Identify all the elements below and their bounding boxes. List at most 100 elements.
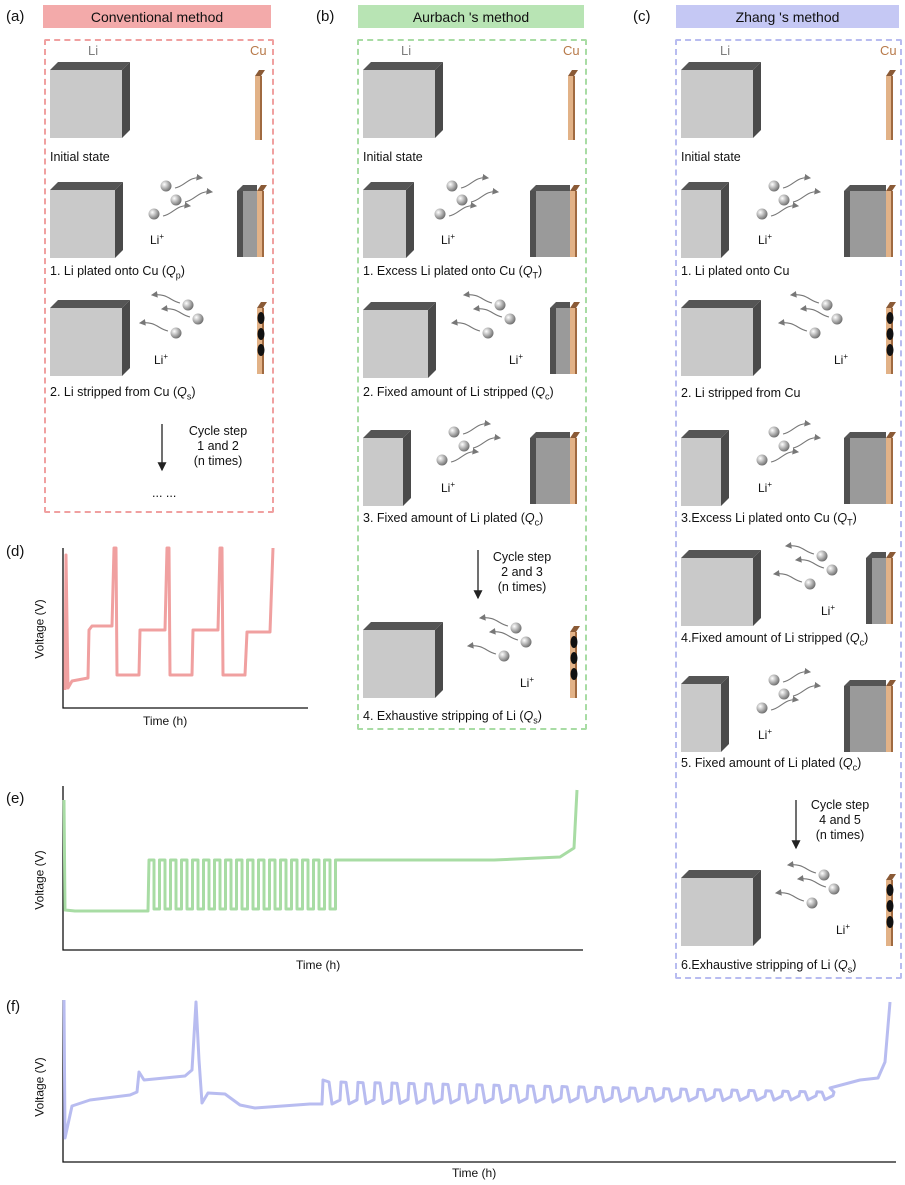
li-block <box>681 182 729 258</box>
li-ion-sphere <box>170 327 182 339</box>
ion-arrow <box>786 861 817 874</box>
panel-d-label: (d) <box>6 543 25 560</box>
ion-arrow <box>462 419 492 435</box>
ion-arrow <box>472 433 502 449</box>
a-ellipsis: ... ... <box>152 486 177 500</box>
cu-foil <box>886 874 896 946</box>
panel-f-label: (f) <box>6 998 21 1015</box>
li-block <box>50 182 123 258</box>
ion-arrow <box>770 695 800 711</box>
li-ion-sphere <box>818 869 830 881</box>
li-label-a: Li <box>88 43 99 58</box>
d-axes <box>62 548 308 709</box>
e-voltage-curve <box>62 789 579 913</box>
ion-arrow <box>782 419 812 435</box>
ion-arrow <box>796 875 827 888</box>
li-ion-label: Li+ <box>821 603 836 618</box>
a-step-1: 1. Li plated onto Cu (Qp) <box>50 264 185 281</box>
c-step-5: 5. Fixed amount of Li plated (Qc) <box>681 756 862 773</box>
cu-foil <box>568 70 578 140</box>
cu-label-c: Cu <box>880 43 897 58</box>
panel-a-label: (a) <box>6 8 25 25</box>
ion-arrow <box>184 187 214 203</box>
ion-arrow <box>162 201 192 217</box>
li-ion-sphere <box>160 180 172 192</box>
cu-foil <box>570 626 580 698</box>
li-ion-label: Li+ <box>441 480 456 495</box>
cu-foil <box>530 185 580 257</box>
li-ion-label: Li+ <box>509 352 524 367</box>
li-block <box>681 676 729 752</box>
ion-arrow <box>792 433 822 449</box>
ion-arrow <box>784 542 815 555</box>
li-label-b: Li <box>401 43 412 58</box>
panel-c-label: (c) <box>633 8 651 25</box>
li-block <box>681 550 761 626</box>
li-ion-label: Li+ <box>154 352 169 367</box>
e-xlabel: Time (h) <box>296 958 341 972</box>
b-step-3: 3. Fixed amount of Li plated (Qc) <box>363 511 544 528</box>
c-step-4: 4.Fixed amount of Li stripped (Qc) <box>681 631 869 648</box>
ion-arrow <box>138 319 169 332</box>
li-ion-sphere <box>482 327 494 339</box>
a-step-2: 2. Li stripped from Cu (Qs) <box>50 385 196 402</box>
ion-arrow <box>160 305 191 318</box>
cu-foil <box>844 185 896 257</box>
c-step-2: 2. Li stripped from Cu <box>681 386 801 400</box>
ion-arrow <box>770 447 800 463</box>
li-ion-sphere <box>170 194 182 206</box>
li-block <box>363 182 414 258</box>
li-ion-sphere <box>510 622 522 634</box>
li-ion-label: Li+ <box>150 232 165 247</box>
c-step-3: 3.Excess Li plated onto Cu (QT) <box>681 511 857 528</box>
panel-b-label: (b) <box>316 8 335 25</box>
li-ion-label: Li+ <box>758 727 773 742</box>
li-ion-sphere <box>446 180 458 192</box>
ion-arrow <box>472 305 503 318</box>
a-cycle-note: Cycle step 1 and 2 (n times) <box>188 424 248 468</box>
cu-label-a: Cu <box>250 43 267 58</box>
li-block <box>681 430 729 506</box>
cu-foil <box>844 432 896 504</box>
ion-arrow <box>782 173 812 189</box>
ion-arrow <box>450 319 481 332</box>
panel-c-header: Zhang 's method <box>676 5 899 28</box>
cu-foil <box>550 302 580 374</box>
li-ion-sphere <box>831 313 843 325</box>
a-step-0: Initial state <box>50 150 110 164</box>
li-ion-sphere <box>148 208 160 220</box>
cu-foil <box>866 552 896 624</box>
f-ylabel: Voltage (V) <box>32 1057 47 1117</box>
ion-arrow <box>772 570 803 583</box>
ion-arrow <box>774 889 805 902</box>
cu-foil <box>844 680 896 752</box>
d-ylabel: Voltage (V) <box>32 599 47 659</box>
cu-foil <box>257 302 267 374</box>
ion-arrow <box>460 173 490 189</box>
li-ion-sphere <box>192 313 204 325</box>
li-ion-sphere <box>494 299 506 311</box>
li-block <box>681 870 761 946</box>
li-ion-sphere <box>828 883 840 895</box>
li-ion-sphere <box>809 327 821 339</box>
li-ion-sphere <box>756 702 768 714</box>
li-block <box>681 300 761 376</box>
ion-arrow <box>466 642 497 655</box>
panel-b-header: Aurbach 's method <box>358 5 584 28</box>
li-ion-sphere <box>456 194 468 206</box>
li-ion-sphere <box>804 578 816 590</box>
ion-arrow <box>450 447 480 463</box>
li-ion-sphere <box>768 426 780 438</box>
ion-arrow <box>799 305 830 318</box>
f-voltage-curve <box>62 999 892 1140</box>
li-ion-sphere <box>756 454 768 466</box>
li-block <box>681 62 761 138</box>
b-step-2: 2. Fixed amount of Li stripped (Qc) <box>363 385 554 402</box>
li-ion-sphere <box>436 454 448 466</box>
li-ion-label: Li+ <box>758 232 773 247</box>
c-cycle-note: Cycle step 4 and 5 (n times) <box>810 798 870 842</box>
li-ion-sphere <box>182 299 194 311</box>
li-ion-label: Li+ <box>758 480 773 495</box>
ion-arrow <box>794 556 825 569</box>
